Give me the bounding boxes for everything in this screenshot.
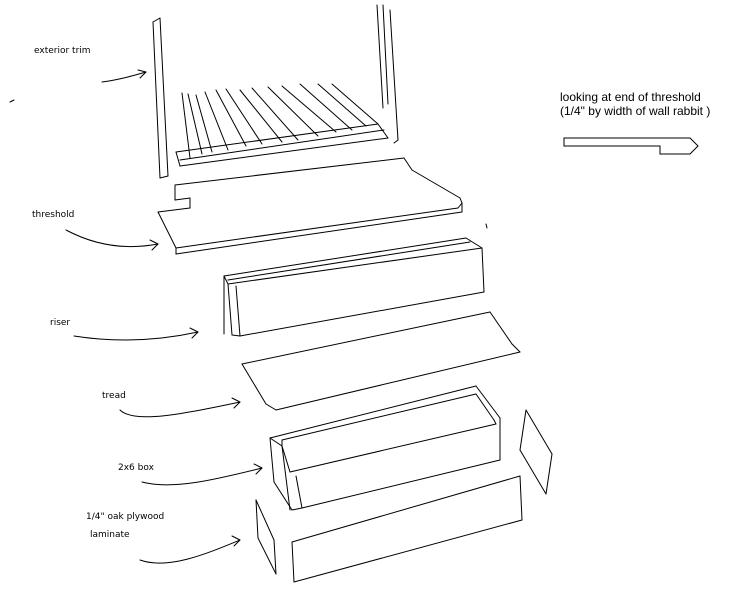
end-panel-left	[255, 499, 277, 575]
label-exterior-trim: exterior trim	[34, 46, 91, 56]
threshold-profile	[563, 137, 699, 155]
note-line1: looking at end of threshold	[560, 90, 701, 104]
label-tread: tread	[102, 391, 126, 401]
label-riser: riser	[50, 318, 71, 328]
label-threshold: threshold	[32, 210, 75, 220]
tread-part	[241, 311, 521, 411]
label-plywood-line2: laminate	[90, 530, 130, 540]
label-plywood-line1: 1/4" oak plywood	[86, 512, 165, 522]
door-sill	[175, 123, 389, 167]
stray-marks	[9, 99, 488, 229]
exterior-trim-frame	[152, 4, 399, 179]
threshold-part	[157, 157, 463, 255]
note-line2: (1/4" by width of wall rabbit )	[560, 104, 711, 118]
riser-part	[223, 237, 485, 337]
floor-boards	[181, 83, 379, 159]
label-2x6-box: 2x6 box	[118, 463, 154, 473]
plywood-panel	[291, 475, 523, 583]
pointer-arrows	[65, 69, 263, 564]
end-panel-right	[519, 409, 553, 495]
box-part	[269, 385, 501, 511]
